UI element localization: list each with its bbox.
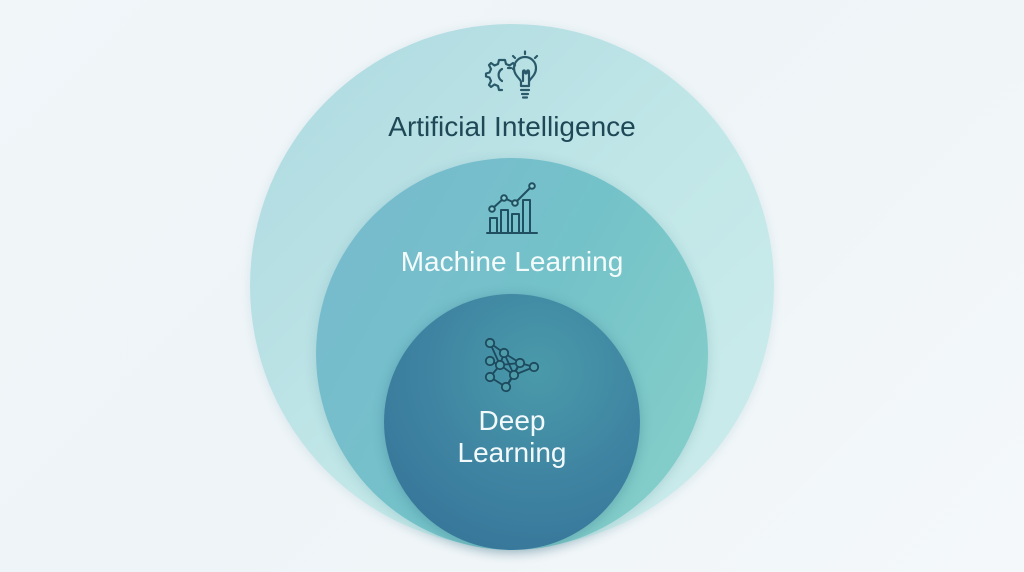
dl-label-line2: Learning [457, 437, 567, 468]
dl-label: Deep Learning [412, 405, 612, 469]
ml-label: Machine Learning [400, 246, 624, 277]
dl-circle [384, 294, 640, 550]
gear-lightbulb-icon [484, 50, 539, 99]
dl-label-line1: Deep [478, 405, 546, 436]
ai-label: Artificial Intelligence [388, 111, 636, 142]
neural-network-icon [484, 337, 540, 393]
growth-chart-icon [486, 182, 538, 234]
